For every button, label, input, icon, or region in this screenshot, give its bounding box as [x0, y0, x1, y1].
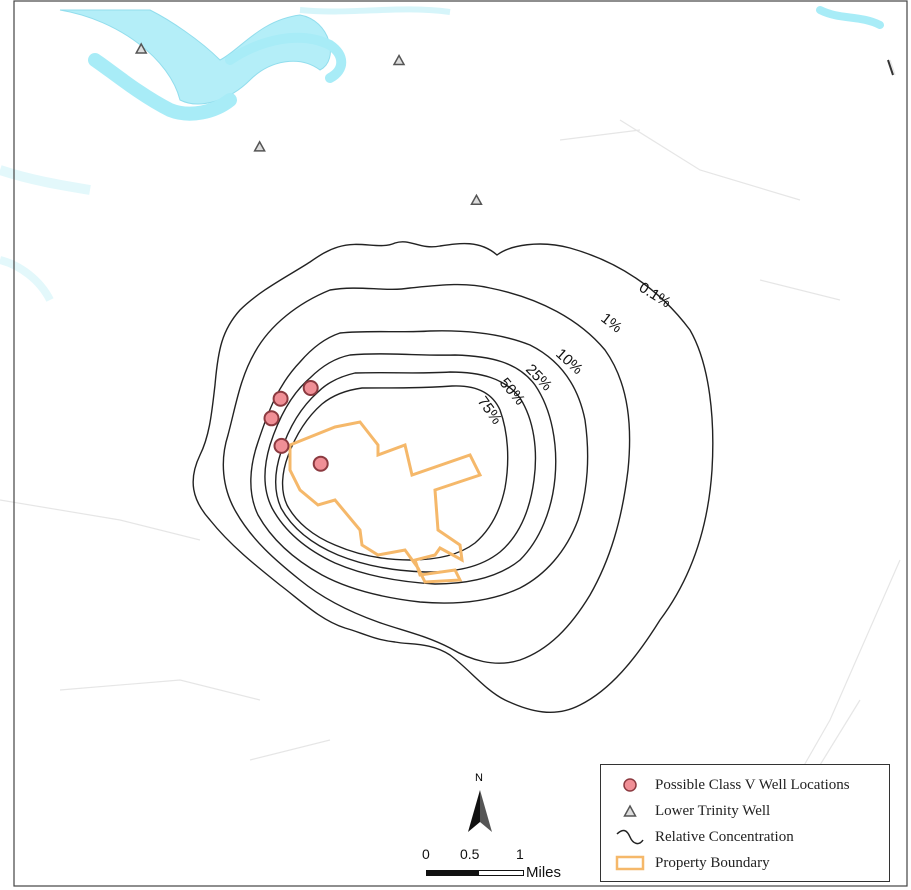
pink-circle-icon [611, 774, 649, 796]
north-arrow: N [462, 772, 498, 838]
class-v-well-marker[interactable] [263, 410, 280, 427]
contour-50 [275, 371, 537, 573]
legend-item-contour: Relative Concentration [611, 826, 794, 848]
contour-0.1 [192, 241, 714, 714]
orange-rectangle-icon [611, 852, 649, 874]
north-label: N [475, 772, 483, 784]
legend-label: Relative Concentration [655, 828, 794, 845]
lower-trinity-well-marker[interactable] [134, 42, 148, 54]
scale-tick: 1 [516, 846, 524, 862]
legend-label: Property Boundary [655, 854, 770, 871]
legend-item-trinity: Lower Trinity Well [611, 800, 770, 822]
class-v-wells [263, 380, 329, 472]
road-network [0, 59, 901, 861]
contour-label: 75% [474, 393, 505, 427]
scale-tick: 0.5 [460, 846, 480, 862]
map-frame [13, 0, 908, 887]
north-arrow-icon [468, 790, 492, 832]
legend-label: Lower Trinity Well [655, 802, 771, 819]
contour-1 [222, 283, 631, 664]
contour-25 [264, 353, 557, 585]
triangle-icon [611, 800, 649, 822]
contour-label: 25% [522, 361, 555, 394]
scale-segment-dark [426, 870, 478, 876]
contour-line-icon [611, 826, 649, 848]
contour-label: 0.1% [636, 279, 674, 312]
scale-tick: 0 [422, 846, 430, 862]
water-features [0, 6, 884, 302]
class-v-well-marker[interactable] [312, 455, 329, 472]
frame-tick [887, 59, 894, 76]
lower-trinity-wells [134, 42, 483, 205]
contour-label: 10% [552, 345, 586, 378]
lower-trinity-well-marker[interactable] [470, 193, 483, 205]
class-v-well-marker[interactable] [272, 390, 289, 407]
legend-item-boundary: Property Boundary [611, 852, 770, 874]
contour-75 [281, 385, 509, 561]
class-v-well-marker[interactable] [302, 380, 319, 396]
legend-label: Possible Class V Well Locations [655, 776, 850, 793]
contour-10 [250, 330, 589, 604]
lower-trinity-well-marker[interactable] [253, 140, 266, 152]
map-legend: Possible Class V Well Locations Lower Tr… [600, 764, 890, 882]
scale-segment-light [478, 870, 524, 876]
contour-label: 1% [598, 310, 626, 337]
legend-item-class-v: Possible Class V Well Locations [611, 774, 850, 796]
scale-bar: 0 0.5 1 Miles [418, 846, 578, 882]
class-v-well-marker[interactable] [273, 437, 290, 454]
lower-trinity-well-marker[interactable] [392, 53, 406, 66]
concentration-contours [192, 241, 714, 714]
scale-units: Miles [526, 864, 562, 881]
contour-label-group: 0.1% 1% 10% 25% 50% 75% [474, 279, 674, 428]
property-boundary [288, 420, 483, 584]
